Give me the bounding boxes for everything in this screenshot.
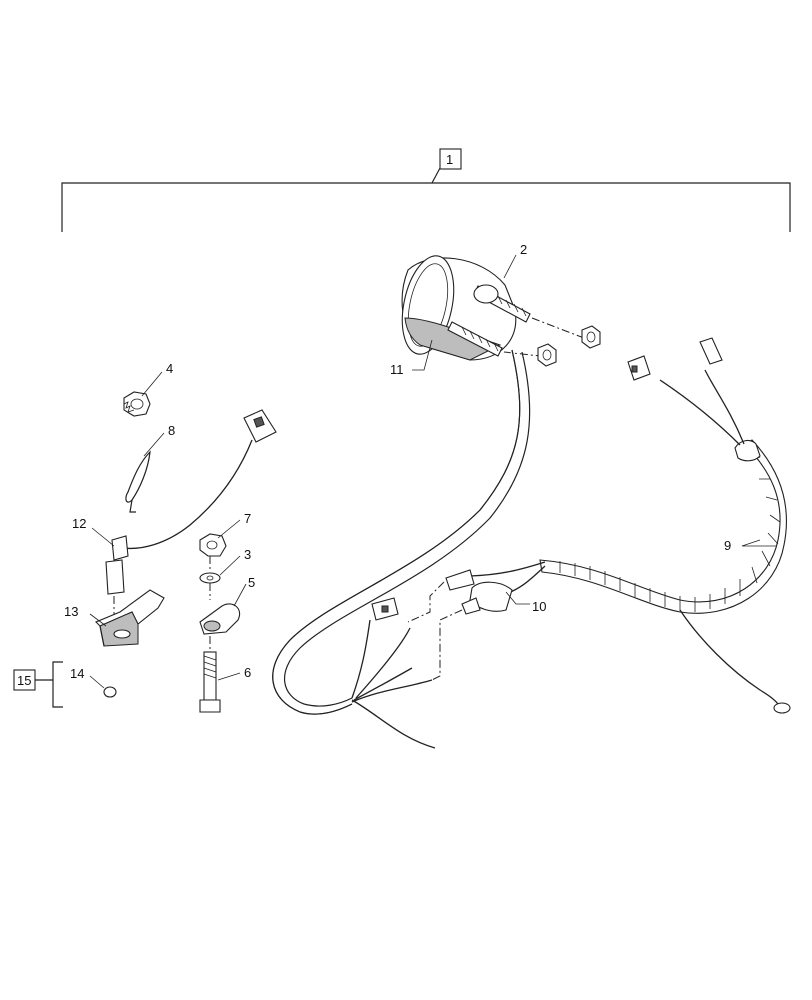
gauge-nuts [537, 325, 601, 367]
part-5-clamp [199, 603, 240, 650]
callout-10: 10 [532, 599, 546, 614]
part-6-bolt [199, 651, 221, 713]
part-3-washer [199, 572, 221, 600]
callout-3: 3 [244, 547, 251, 562]
part-12-sensor [105, 409, 277, 624]
callout-leaders: 2 11 4 8 12 13 7 3 5 6 14 9 10 [64, 242, 776, 689]
callout-4: 4 [166, 361, 173, 376]
connector-10 [407, 569, 513, 681]
part-13-bracket [95, 589, 165, 647]
part-8-cable-tie [125, 450, 151, 513]
callout-11: 11 [390, 362, 404, 377]
callout-1: 1 [446, 152, 453, 167]
callout-8: 8 [168, 423, 175, 438]
gauge-body [401, 255, 585, 361]
harness-9 [469, 337, 791, 714]
part-7-nut [199, 533, 227, 572]
callout-14: 14 [70, 666, 84, 681]
callout-6: 6 [244, 665, 251, 680]
callout-15: 15 [17, 673, 31, 688]
callout-9: 9 [724, 538, 731, 553]
part-4-nut [123, 391, 151, 417]
callout-12: 12 [72, 516, 86, 531]
callout-13: 13 [64, 604, 78, 619]
callout-7: 7 [244, 511, 251, 526]
main-harness [272, 349, 531, 749]
kit-15-bracket: 15 [13, 661, 63, 708]
assembly-bracket: 1 [61, 148, 791, 232]
callout-5: 5 [248, 575, 255, 590]
callout-2: 2 [520, 242, 527, 257]
part-14 [103, 686, 117, 698]
